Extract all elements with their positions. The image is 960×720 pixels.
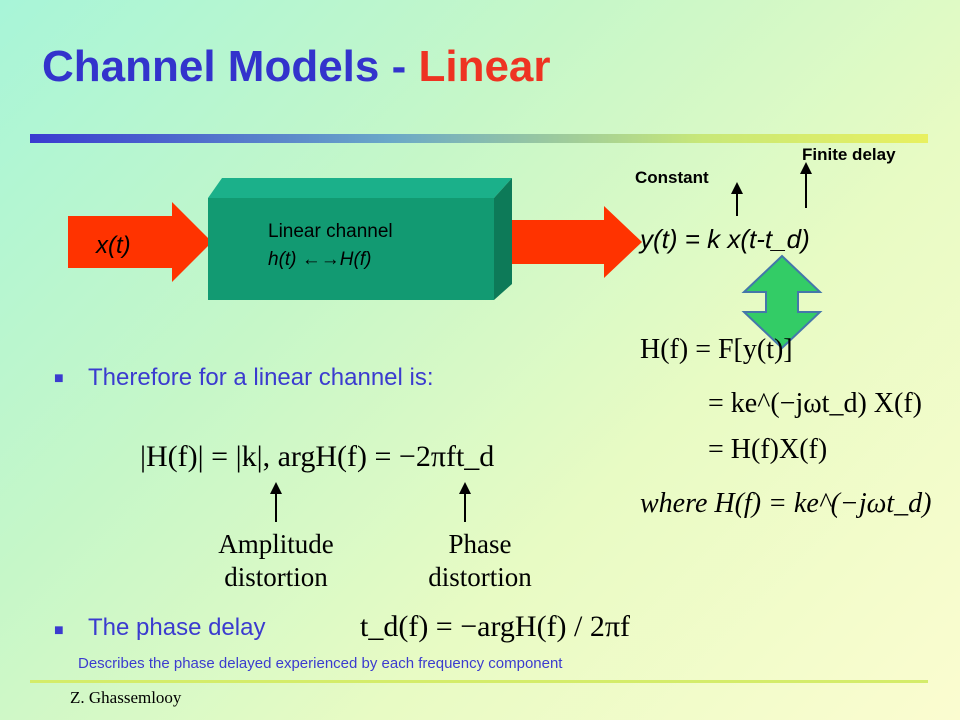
- footer-author: Z. Ghassemlooy: [70, 688, 182, 707]
- equation-phase-delay: t_d(f) = −argH(f) / 2πf: [360, 610, 631, 643]
- page-title: Channel Models - Linear: [42, 42, 551, 91]
- equation-transfer-4: where H(f) = ke^(−jωt_d): [640, 488, 932, 519]
- equation-transfer-1: H(f) = F[y(t)]: [640, 334, 793, 365]
- equivalence-double-arrow: [741, 254, 823, 350]
- phase-delay-note: Describes the phase delayed experienced …: [78, 655, 563, 672]
- finite-delay-arrow: [800, 162, 812, 174]
- output-label: y(t) = k x(t-t_d): [640, 224, 810, 254]
- channel-box-side: [494, 178, 512, 300]
- footer-divider: [30, 680, 928, 683]
- equation-transfer-2: = ke^(−jωt_d) X(f): [708, 388, 922, 419]
- input-arrow: [68, 202, 212, 282]
- title-highlight: Linear: [418, 42, 551, 91]
- channel-box-top: [208, 178, 512, 198]
- channel-box-front: [208, 198, 494, 300]
- input-label: x(t): [96, 232, 131, 259]
- equation-magnitude-phase: |H(f)| = |k|, argH(f) = −2πft_d: [140, 440, 495, 473]
- phase-distortion-label: Phase distortion: [428, 529, 532, 592]
- constant-label: Constant: [635, 168, 709, 187]
- bullet-marker: ■: [54, 370, 64, 387]
- finite-delay-label: Finite delay: [802, 145, 896, 164]
- title-divider: [30, 134, 928, 143]
- phase-arrow: [459, 482, 471, 494]
- amplitude-arrow: [270, 482, 282, 494]
- bullet-phase-delay: The phase delay: [88, 614, 266, 641]
- channel-label-line1: Linear channel: [268, 221, 393, 242]
- output-arrow: [502, 206, 642, 278]
- equation-transfer-3: = H(f)X(f): [708, 434, 828, 465]
- amplitude-distortion-label: Amplitude distortion: [218, 529, 334, 592]
- bullet-marker: ■: [54, 622, 64, 639]
- distortion-arrows: [270, 482, 471, 522]
- bullet-linear-channel: Therefore for a linear channel is:: [88, 364, 434, 391]
- channel-label-line2: h(t) ←→H(f): [268, 249, 372, 270]
- channel-diagram: [68, 162, 823, 350]
- constant-arrow: [731, 182, 743, 194]
- channel-label: Linear channel h(t) ←→H(f): [268, 218, 393, 274]
